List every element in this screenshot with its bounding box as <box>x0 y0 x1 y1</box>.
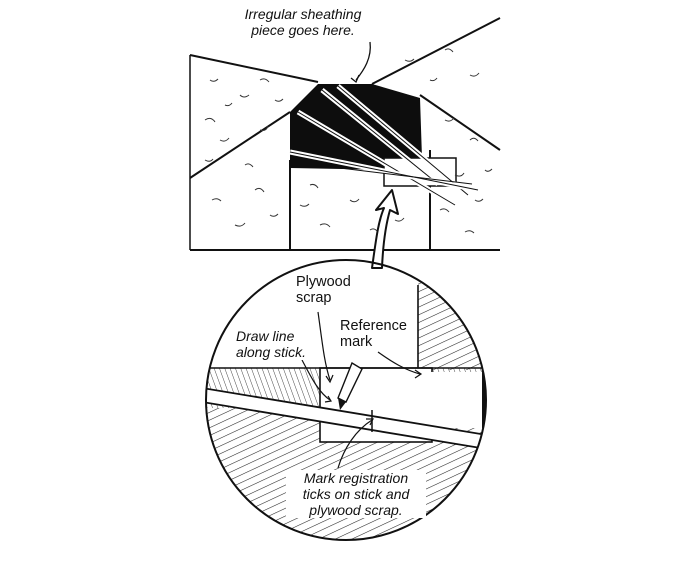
mark-leader <box>337 419 373 469</box>
reference-label: Reference mark <box>340 318 407 350</box>
draw-line-label-line2: along stick. <box>236 344 307 360</box>
mark-label-line3: plywood scrap. <box>309 502 403 518</box>
sheathing-edge-right <box>371 17 501 85</box>
mark-label-line2: ticks on stick and <box>302 486 410 502</box>
stucco-texture <box>204 48 493 234</box>
sheathing-opening <box>290 84 422 170</box>
sheathing-edge-left <box>189 54 319 83</box>
top-note: Irregular sheathing piece goes here. <box>228 6 378 38</box>
reference-leader <box>377 351 421 375</box>
plywood-label-line2: scrap <box>296 290 332 306</box>
top-note-line1: Irregular sheathing <box>244 6 362 22</box>
stick-detail <box>206 384 486 454</box>
mark-label-line1: Mark registration <box>303 470 409 486</box>
plywood-label: Plywood scrap <box>296 274 351 306</box>
detail-circle-outline <box>205 259 487 541</box>
callout-arrow <box>371 189 399 269</box>
roof-rake-left <box>189 111 291 179</box>
plywood-leader <box>317 311 331 381</box>
top-scene <box>189 17 501 269</box>
top-note-leader <box>355 41 371 81</box>
reference-label-line2: mark <box>340 334 373 350</box>
mark-label: Mark registration ticks on stick and ply… <box>286 470 426 518</box>
roof-rake-right <box>419 94 501 151</box>
pencil-icon <box>337 361 363 410</box>
draw-line-label: Draw line along stick. <box>236 328 307 360</box>
sticks <box>289 84 479 208</box>
plywood-label-line1: Plywood <box>296 274 351 290</box>
reference-label-line1: Reference <box>340 318 407 334</box>
draw-line-leader <box>301 359 331 401</box>
top-note-line2: piece goes here. <box>251 22 355 38</box>
draw-line-label-line1: Draw line <box>236 328 295 344</box>
